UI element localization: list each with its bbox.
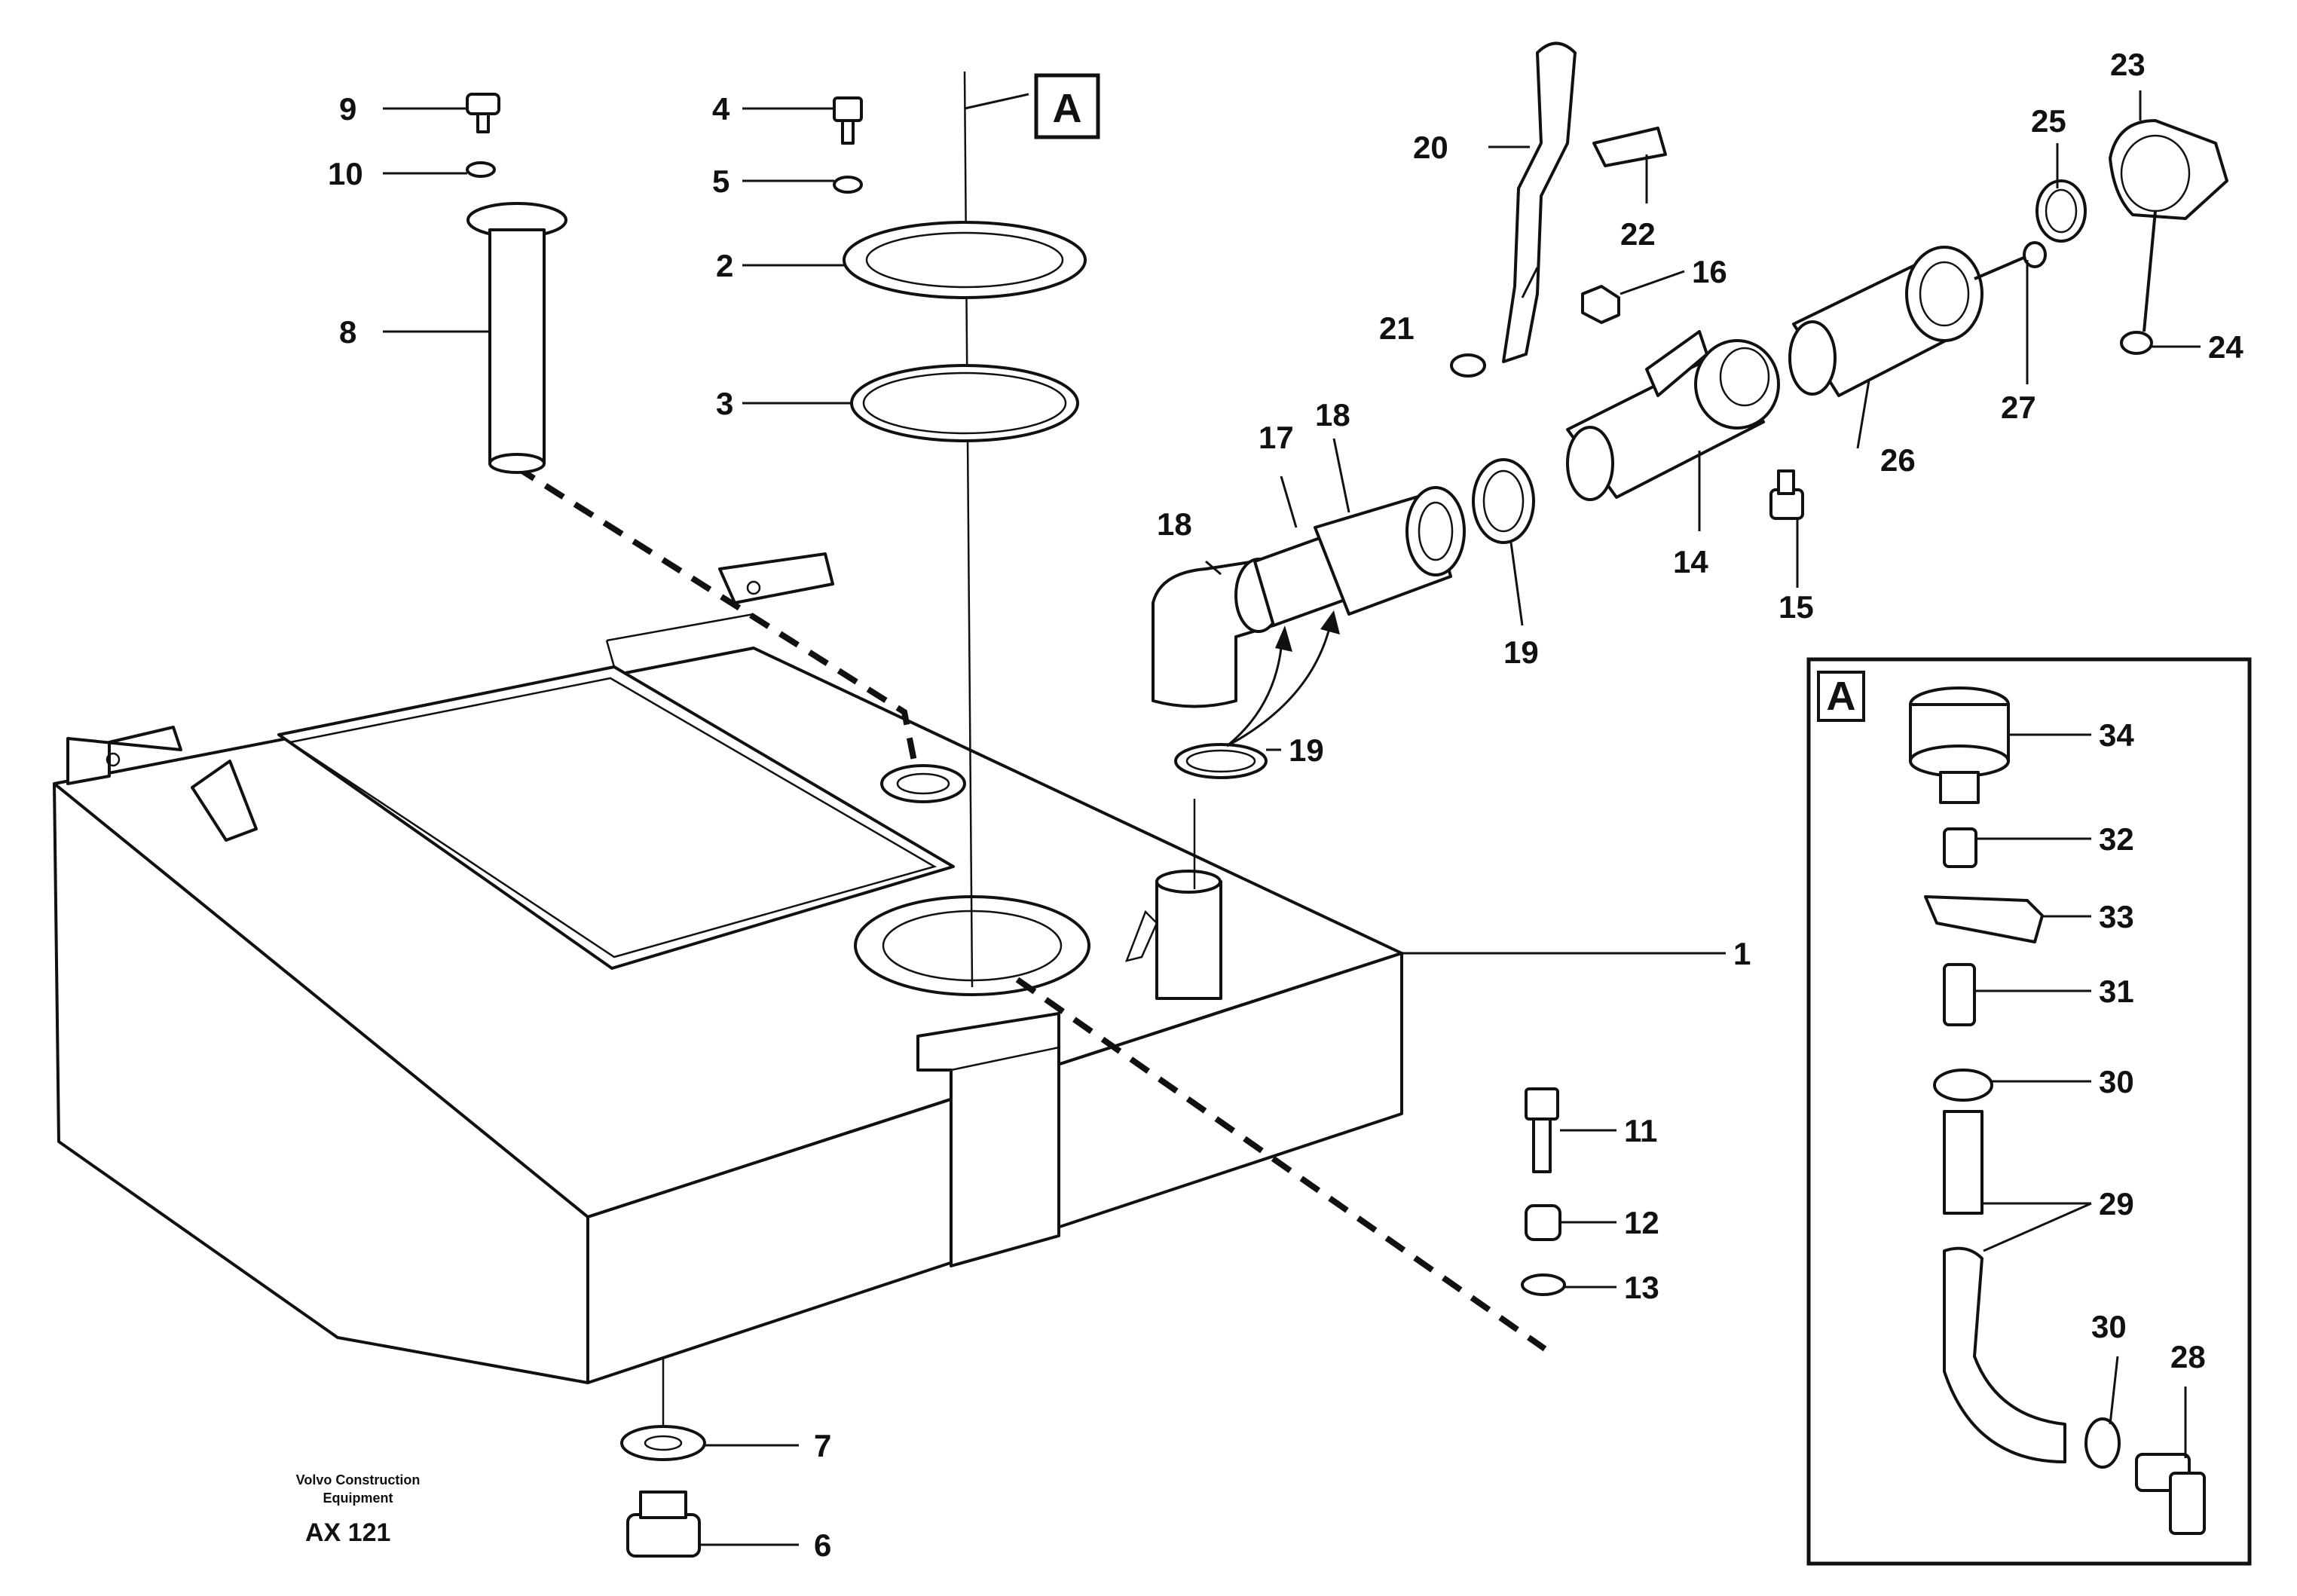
seal-25	[2035, 179, 2087, 243]
callout-15: 15	[1779, 589, 1814, 625]
callout-4: 4	[712, 91, 730, 127]
callout-9: 9	[339, 91, 356, 127]
filler-cap-23	[2109, 119, 2228, 220]
spacer-32	[1943, 827, 1977, 868]
callout-19b: 19	[1503, 634, 1539, 670]
hose-18	[1314, 486, 1466, 616]
doc-ref: AX 121	[305, 1518, 390, 1547]
callout-14: 14	[1673, 544, 1708, 579]
callout-11: 11	[1624, 1113, 1657, 1148]
nipple-31	[1943, 963, 1976, 1026]
callout-5: 5	[712, 164, 729, 199]
cover-plate-2	[843, 221, 1087, 299]
callout-31: 31	[2099, 974, 2134, 1009]
callout-27: 27	[2001, 390, 2036, 425]
callout-2: 2	[716, 248, 733, 283]
callout-23: 23	[2110, 47, 2146, 82]
callout-22: 22	[1620, 216, 1656, 252]
callout-29: 29	[2099, 1186, 2134, 1221]
filler-tube-14	[1566, 330, 1780, 501]
detail-box-A	[1806, 657, 2252, 1566]
credit-line-1: Volvo Construction	[296, 1472, 421, 1487]
callout-7: 7	[814, 1428, 831, 1463]
assembly-line-8	[514, 464, 919, 769]
sleeve-26	[1788, 246, 1983, 397]
hose-clamp-19a	[1174, 743, 1268, 779]
callout-3: 3	[716, 386, 733, 421]
callout-24: 24	[2208, 329, 2243, 365]
gasket-3	[850, 364, 1079, 442]
callout-33: 33	[2099, 899, 2134, 934]
elbow-fitting-28	[2135, 1453, 2206, 1535]
screw-4	[833, 96, 863, 145]
callout-20: 20	[1413, 130, 1448, 165]
callout-13: 13	[1624, 1270, 1659, 1305]
credit-line-2: Equipment	[323, 1491, 393, 1506]
callout-25: 25	[2031, 103, 2066, 139]
callout-1: 1	[1733, 936, 1751, 971]
callout-10: 10	[328, 156, 363, 191]
clip-22	[1592, 127, 1667, 167]
screw-27	[1974, 241, 2047, 280]
callout-16: 16	[1692, 254, 1727, 289]
spacer-12	[1525, 1204, 1561, 1241]
ring-21	[1450, 353, 1486, 378]
callout-32: 32	[2099, 821, 2134, 857]
callout-26: 26	[1880, 442, 1916, 478]
breather-34	[1909, 686, 2010, 804]
assembly-line-11	[1015, 977, 1547, 1352]
dipstick-20	[1502, 41, 1577, 363]
detail-box-tag: A	[1827, 674, 1856, 719]
washer-7	[620, 1425, 706, 1461]
detail-ref-tag: A	[1053, 86, 1082, 131]
bolt-11	[1525, 1087, 1559, 1173]
callout-12: 12	[1624, 1205, 1659, 1240]
nut-16	[1581, 285, 1620, 324]
fuel-tank	[53, 552, 1403, 1384]
callout-19a: 19	[1289, 732, 1324, 768]
hose-clamp-30b	[2084, 1417, 2121, 1469]
washer-10	[466, 161, 496, 178]
hose-29b	[1943, 1246, 2066, 1463]
callout-30b: 30	[2091, 1309, 2127, 1344]
hose-clamp-19b	[1472, 458, 1535, 544]
hose-29a	[1943, 1110, 1983, 1215]
hose-clamp-30a	[1933, 1069, 1993, 1102]
washer-5	[833, 176, 863, 194]
callout-30a: 30	[2099, 1064, 2134, 1099]
screw-15	[1769, 469, 1804, 520]
callout-17: 17	[1259, 420, 1294, 455]
callout-18b: 18	[1315, 397, 1350, 433]
callout-34: 34	[2099, 717, 2134, 753]
sender-tube-8	[466, 202, 567, 474]
callout-6: 6	[814, 1527, 831, 1563]
callout-18a: 18	[1157, 506, 1192, 542]
callout-8: 8	[339, 314, 356, 350]
washer-13	[1521, 1273, 1566, 1296]
key-24	[2120, 210, 2157, 355]
drain-plug-6	[626, 1491, 701, 1558]
bracket-33	[1924, 895, 2044, 943]
screw-9	[466, 93, 500, 133]
detail-ref-box	[1034, 73, 1100, 139]
callout-28: 28	[2170, 1339, 2206, 1374]
callout-21: 21	[1379, 310, 1415, 346]
